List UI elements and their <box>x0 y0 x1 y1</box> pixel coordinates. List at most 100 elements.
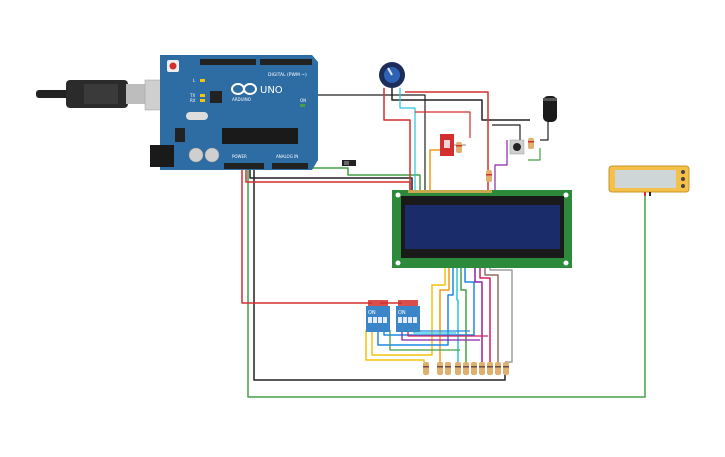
resistor-5-body <box>463 362 469 375</box>
numeric-display-pin-b <box>681 177 685 181</box>
wire-lcd-yellow[interactable] <box>371 265 446 356</box>
wire-cap[interactable] <box>540 122 549 141</box>
reset-button-cap[interactable] <box>169 62 177 70</box>
resistor-7 <box>479 362 485 375</box>
digital-header-a <box>200 59 256 65</box>
wire-dip2-blue[interactable] <box>419 330 470 332</box>
dip-right-toggle-2[interactable] <box>403 317 407 323</box>
push-button-cap[interactable] <box>513 143 521 151</box>
dip-right-toggle-4[interactable] <box>413 317 417 323</box>
power-label: POWER <box>232 154 247 159</box>
wire-lcd-pink[interactable] <box>479 265 491 362</box>
dip-left-toggle-3[interactable] <box>378 317 382 323</box>
led-rx <box>200 99 205 102</box>
resistor-top-b <box>486 170 492 182</box>
electrolytic-capacitor <box>543 96 557 122</box>
arduino-logo <box>231 83 257 95</box>
lcd-mount-hole-tl <box>395 192 401 198</box>
wire-pot-black[interactable] <box>391 88 530 121</box>
dip-switch-left[interactable]: ON <box>366 300 390 332</box>
wire-dip2-purple[interactable] <box>401 330 480 341</box>
crystal <box>186 112 208 120</box>
resistor-top-c <box>528 138 534 149</box>
analog-header <box>272 163 308 169</box>
usb-cable-plug <box>126 84 148 104</box>
lcd-mount-hole-br <box>563 260 569 266</box>
slide-switch-small-knob[interactable] <box>344 161 349 165</box>
wire-red-top[interactable] <box>405 91 489 190</box>
wire-pot-mid[interactable] <box>399 88 416 190</box>
slide-switch-small[interactable] <box>342 160 356 166</box>
wire-lcd-blue[interactable] <box>377 265 454 346</box>
wire-red-lcd[interactable] <box>245 170 411 190</box>
wire-black-lcd[interactable] <box>249 170 413 190</box>
atmega-chip <box>222 128 298 144</box>
logo-text: ARDUINO <box>232 97 251 102</box>
wire-lcd-cyan[interactable] <box>456 265 459 362</box>
wire-green-switch[interactable] <box>300 167 421 190</box>
lcd-screen <box>405 205 560 249</box>
resistor-10-body <box>503 362 509 375</box>
resistor-2-band <box>437 366 443 368</box>
dip-switch-left-top-pins <box>368 300 388 306</box>
wire-lcd-purple[interactable] <box>474 265 483 362</box>
dip-switch-right[interactable]: ON <box>396 300 420 332</box>
logo-loop-right <box>243 83 257 95</box>
resistor-3 <box>445 362 451 375</box>
red-slide-switch[interactable] <box>440 134 466 156</box>
wire-lcd-orange[interactable] <box>439 265 450 362</box>
lcd-mount-hole-tr <box>563 192 569 198</box>
potentiometer[interactable] <box>379 62 405 88</box>
dip-left-toggle-4[interactable] <box>383 317 387 323</box>
dc-power-jack[interactable] <box>150 145 174 167</box>
dip-left-toggle-1[interactable] <box>368 317 372 323</box>
label-on: ON <box>300 98 306 103</box>
resistor-3-band <box>445 366 451 368</box>
dip-right-toggle-1[interactable] <box>398 317 402 323</box>
voltage-regulator <box>175 128 185 142</box>
resistor-6 <box>471 362 477 375</box>
digital-label: DIGITAL (PWM ~) <box>268 72 307 78</box>
dip-left-toggle-2[interactable] <box>373 317 377 323</box>
wire-purple-btn[interactable] <box>494 140 508 190</box>
wire-green-display[interactable] <box>247 170 646 398</box>
potentiometer-indicator <box>387 67 393 76</box>
wire-lcd-blue2[interactable] <box>383 265 475 336</box>
brand-uno: UNO <box>260 85 283 96</box>
usb-cable-ridge <box>84 84 118 104</box>
wire-cap-2[interactable] <box>492 124 521 140</box>
red-slide-switch-knob[interactable] <box>444 140 450 148</box>
wire-red-vcc[interactable] <box>241 170 372 304</box>
resistor-10-band <box>503 366 509 368</box>
wire-red-slide[interactable] <box>415 111 471 138</box>
led-tx <box>200 94 205 97</box>
power-header <box>224 163 264 169</box>
numeric-display-pin-c <box>681 184 685 188</box>
led-l <box>200 79 205 82</box>
dip-switch-right-label: ON <box>398 310 406 316</box>
capacitor-a <box>188 147 204 163</box>
resistor-9-band <box>495 366 501 368</box>
resistor-top-c-band <box>528 141 534 143</box>
dip-switch-left-label: ON <box>368 310 376 316</box>
wire-dip-yellow[interactable] <box>365 330 425 362</box>
numeric-display <box>608 165 690 196</box>
wire-lcd-green[interactable] <box>460 265 467 362</box>
wire-pot-red[interactable] <box>383 88 411 190</box>
lcd-pin-header <box>408 190 492 193</box>
wire-lcd-gray[interactable] <box>489 265 513 363</box>
arduino-uno-board[interactable]: DIGITAL (PWM ~) UNO ARDUINO L TX RX ON <box>150 55 318 170</box>
wires <box>235 74 646 398</box>
resistor-9 <box>495 362 501 375</box>
dip-right-toggle-3[interactable] <box>408 317 412 323</box>
wire-black-gnd[interactable] <box>253 170 506 381</box>
lcd-16x2[interactable] <box>392 190 572 268</box>
resistor-4-body <box>455 362 461 375</box>
push-button[interactable] <box>509 139 525 155</box>
wire-dip-green[interactable] <box>389 330 460 351</box>
resistor-array <box>423 362 509 375</box>
resistor-top-c-body <box>528 138 534 149</box>
wire-lcd-brown[interactable] <box>484 265 499 362</box>
wire-green-btn[interactable] <box>528 148 541 161</box>
